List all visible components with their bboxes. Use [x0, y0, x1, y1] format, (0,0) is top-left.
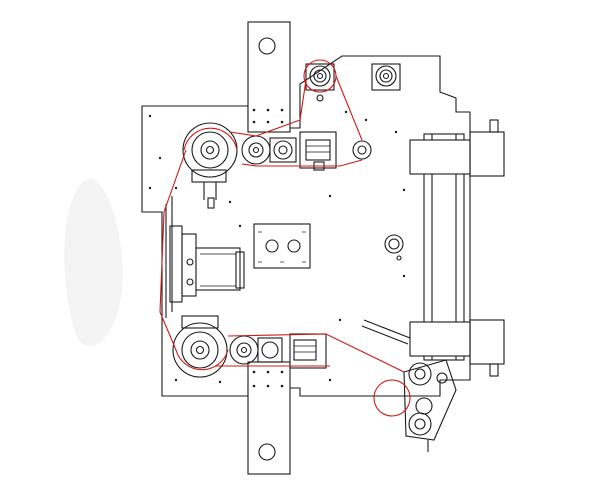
- lower-mounting-bracket: [247, 361, 291, 475]
- lower-mid-pulley: [229, 335, 259, 365]
- top-pulley-right: [371, 63, 401, 91]
- motor: [169, 225, 245, 303]
- main-plate: [141, 55, 471, 397]
- fastener-holes: [148, 110, 406, 384]
- upper-mounting-bracket: [247, 21, 291, 133]
- background-smudge: [64, 178, 123, 347]
- timing-belt: [159, 59, 411, 417]
- idler-bearing: [384, 234, 404, 261]
- upper-right-pulley: [352, 140, 372, 160]
- upper-mid-pulley: [241, 135, 271, 165]
- tension-arm: [361, 319, 411, 345]
- linear-rail: [409, 119, 505, 377]
- top-pulley-left: [305, 63, 335, 102]
- center-mount-plate: [253, 223, 311, 269]
- left-frame-arm: [165, 196, 173, 318]
- lower-drive-pulley: [172, 315, 228, 378]
- upper-tensioner: [269, 131, 337, 171]
- lower-right-pulleys: [403, 359, 457, 452]
